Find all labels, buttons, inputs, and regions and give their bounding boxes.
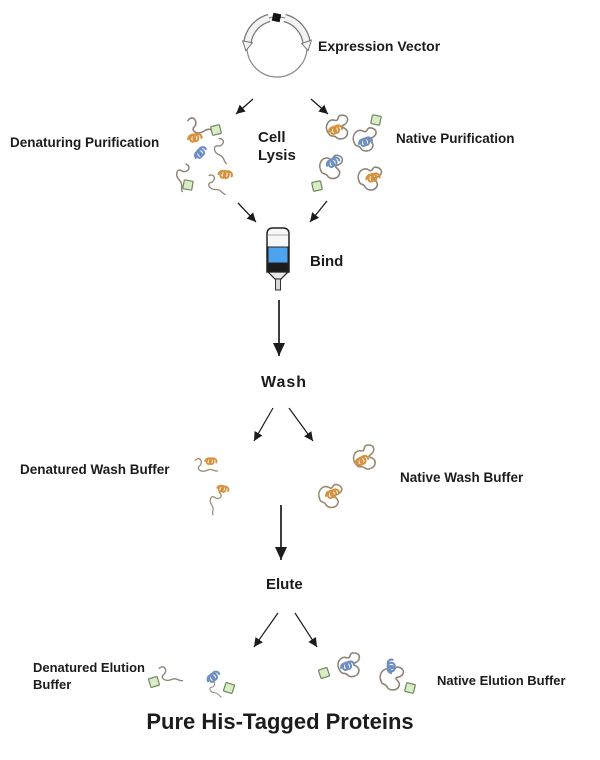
spin-column-icon <box>266 227 290 291</box>
native-wash-proteins <box>316 443 380 510</box>
folded-protein-icon <box>377 657 417 695</box>
folded-protein-icon <box>316 481 344 510</box>
folded-protein-icon <box>355 163 383 193</box>
native-lysate-proteins <box>311 113 383 193</box>
arrow-vector-to-denatured <box>235 98 254 115</box>
unfolded-protein-icon <box>194 454 219 476</box>
arrow-vector-to-native <box>310 98 329 115</box>
unfolded-protein-icon <box>171 144 210 193</box>
unfolded-protein-icon <box>205 482 231 516</box>
denatured-elution-proteins <box>147 663 236 698</box>
denaturing-purification-label: Denaturing Purification <box>10 135 160 150</box>
native-elution-proteins <box>317 651 417 695</box>
native-wash-buffer-label: Native Wash Buffer <box>400 470 524 485</box>
native-purification-label: Native Purification <box>396 131 515 146</box>
arrow-wash-to-denatured-buffer <box>253 407 274 442</box>
cell-lysis-label: Cell Lysis <box>258 129 296 164</box>
plasmid-icon <box>241 12 313 78</box>
folded-protein-icon <box>324 113 351 142</box>
arrow-elute-to-denatured-buffer <box>253 612 279 648</box>
unfolded-protein-icon <box>205 166 235 195</box>
arrow-wash-to-native-buffer <box>288 407 314 442</box>
folded-protein-icon <box>311 153 344 192</box>
wash-step-label: Wash <box>261 374 308 391</box>
flow-arrows <box>235 98 329 648</box>
promoter-marker-icon <box>271 12 282 23</box>
unfolded-protein-icon <box>147 663 184 689</box>
native-elution-buffer-label: Native Elution Buffer <box>437 673 566 688</box>
folded-protein-icon <box>350 443 380 473</box>
expression-vector-label: Expression Vector <box>318 38 441 54</box>
bind-step-label: Bind <box>310 253 344 270</box>
folded-protein-icon <box>317 651 363 680</box>
unfolded-protein-icon <box>209 123 238 165</box>
denatured-wash-proteins <box>194 454 231 516</box>
diagram-title: Pure His-Tagged Proteins <box>146 709 414 734</box>
unfolded-protein-icon <box>204 669 236 698</box>
elute-step-label: Elute <box>266 576 303 593</box>
arrow-denatured-to-bind <box>237 202 257 223</box>
denatured-wash-buffer-label: Denatured Wash Buffer <box>20 462 170 477</box>
arrow-elute-to-native-buffer <box>294 612 318 648</box>
denatured-elution-buffer-label: Denatured Elution Buffer <box>33 660 145 692</box>
denatured-lysate-proteins <box>171 110 238 195</box>
folded-protein-icon <box>351 114 382 153</box>
arrow-native-to-bind <box>309 200 328 223</box>
